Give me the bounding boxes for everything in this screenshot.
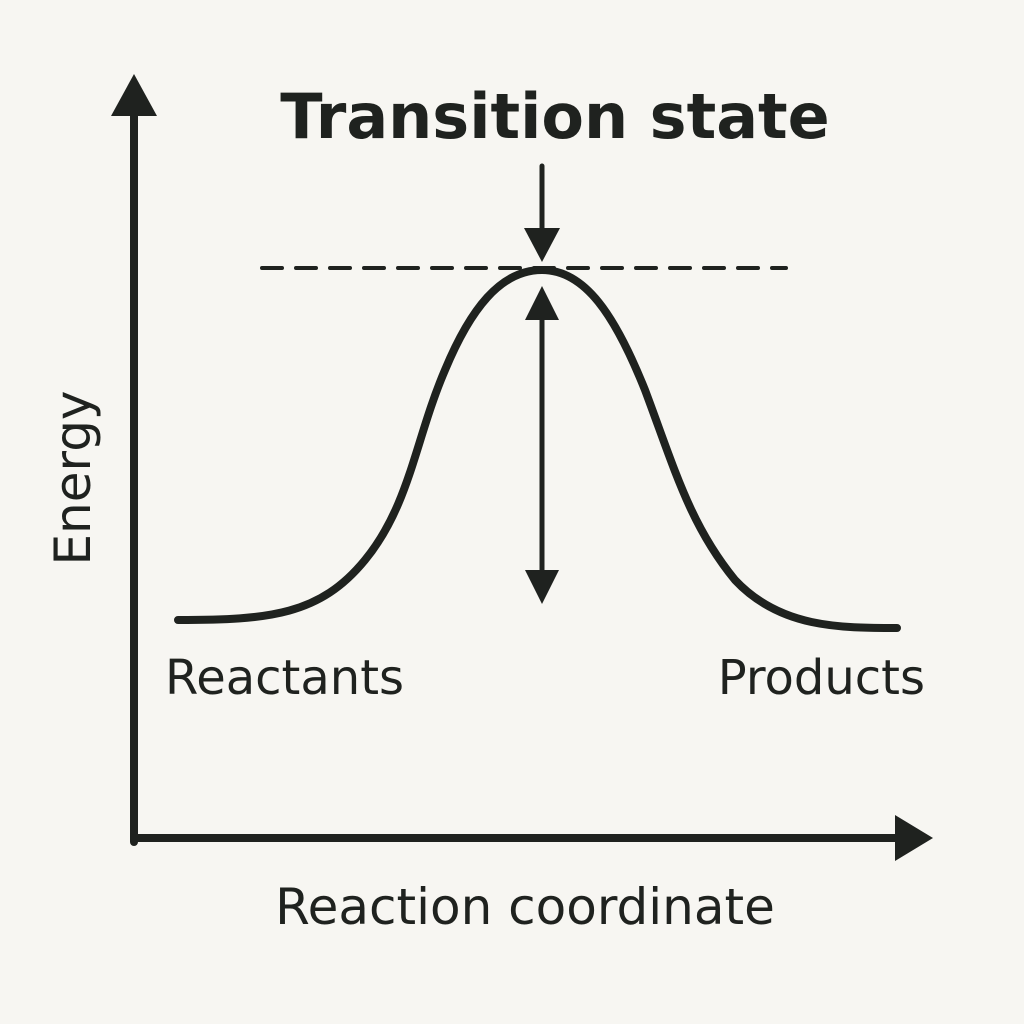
products-label: Products bbox=[718, 650, 925, 706]
energy-gap-arrowhead-up bbox=[525, 286, 559, 320]
x-axis-arrowhead bbox=[895, 815, 933, 861]
transition-state-pointer-arrowhead bbox=[524, 228, 560, 262]
reactants-label: Reactants bbox=[165, 650, 404, 706]
y-axis-label: Energy bbox=[44, 390, 102, 565]
x-axis-label: Reaction coordinate bbox=[275, 878, 775, 936]
y-axis-arrowhead bbox=[111, 74, 157, 116]
transition-state-label: Transition state bbox=[280, 80, 829, 153]
energy-gap-arrowhead-down bbox=[525, 570, 559, 604]
